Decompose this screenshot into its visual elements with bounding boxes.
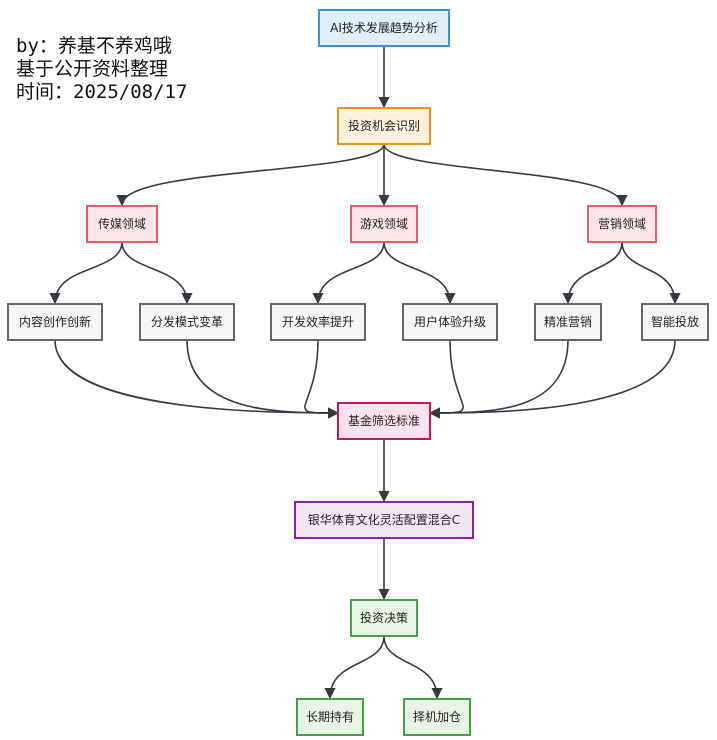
node-label-ai_trend: AI技术发展趋势分析: [330, 20, 438, 35]
node-dev_eff: 开发效率提升: [270, 303, 366, 341]
edge-game-to-ux_up: [383, 241, 456, 305]
node-fund_filter: 基金筛选标准: [337, 402, 431, 440]
node-box-game: [350, 205, 418, 243]
edge-ux_up-to-fund_filter: [428, 339, 464, 419]
node-label-decision: 投资决策: [360, 610, 408, 625]
node-ai_trend: AI技术发展趋势分析: [318, 9, 450, 47]
node-box-ux_up: [402, 303, 498, 341]
node-label-content: 内容创作创新: [19, 314, 91, 329]
edge-smart_ad-to-fund_filter: [428, 339, 676, 419]
edge-marketing-to-precise: [562, 241, 623, 305]
node-invest_opp: 投资机会识别: [337, 107, 431, 145]
node-label-game: 游戏领域: [360, 217, 408, 231]
edge-dev_eff-to-fund_filter: [304, 339, 340, 419]
author-note: by：养基不养鸡哦 基于公开资料整理 时间：2025/08/17: [16, 35, 187, 103]
node-box-dev_eff: [270, 303, 366, 341]
date-line: 时间：2025/08/17: [16, 81, 187, 103]
edge-distribution-to-fund_filter: [186, 339, 340, 419]
node-box-distribution: [139, 303, 235, 341]
node-box-add_pos: [403, 698, 471, 736]
node-long_hold: 长期持有: [296, 698, 364, 736]
node-add_pos: 择机加仓: [403, 698, 471, 736]
node-box-ai_trend: [318, 9, 450, 47]
node-label-fund_filter: 基金筛选标准: [348, 413, 420, 428]
node-label-distribution: 分发模式变革: [151, 314, 223, 329]
node-ux_up: 用户体验升级: [402, 303, 498, 341]
node-box-fund_filter: [337, 402, 431, 440]
node-decision: 投资决策: [350, 599, 418, 637]
node-label-smart_ad: 智能投放: [651, 314, 699, 329]
node-box-content: [7, 303, 103, 341]
node-label-ux_up: 用户体验升级: [414, 314, 486, 329]
node-media: 传媒领域: [86, 205, 158, 243]
source-line: 基于公开资料整理: [16, 58, 168, 80]
edges-layer: [49, 46, 681, 700]
node-fund: 银华体育文化灵活配置混合C: [294, 501, 474, 539]
node-label-dev_eff: 开发效率提升: [282, 314, 354, 329]
edge-media-to-content: [49, 241, 123, 305]
node-label-media: 传媒领域: [98, 216, 146, 231]
node-label-long_hold: 长期持有: [306, 709, 354, 724]
edge-decision-to-long_hold: [324, 635, 385, 700]
node-box-marketing: [587, 205, 657, 243]
node-game: 游戏领域: [350, 205, 418, 243]
node-box-precise: [534, 303, 602, 341]
node-box-fund: [294, 501, 474, 539]
author-line: by：养基不养鸡哦: [16, 35, 172, 57]
node-marketing: 营销领域: [587, 205, 657, 243]
node-label-fund: 银华体育文化灵活配置混合C: [308, 512, 460, 527]
node-content: 内容创作创新: [7, 303, 103, 341]
edge-decision-to-add_pos: [383, 635, 443, 700]
node-label-marketing: 营销领域: [598, 217, 646, 231]
node-box-smart_ad: [641, 303, 709, 341]
node-label-add_pos: 择机加仓: [413, 710, 461, 724]
node-distribution: 分发模式变革: [139, 303, 235, 341]
edge-invest_opp-to-media: [116, 143, 385, 207]
edge-marketing-to-smart_ad: [621, 241, 681, 305]
node-box-decision: [350, 599, 418, 637]
edge-media-to-distribution: [121, 241, 193, 305]
node-box-long_hold: [296, 698, 364, 736]
edge-invest_opp-to-marketing: [383, 143, 628, 207]
node-smart_ad: 智能投放: [641, 303, 709, 341]
node-label-precise: 精准营销: [544, 315, 592, 329]
node-box-invest_opp: [337, 107, 431, 145]
edge-content-to-fund_filter: [54, 339, 340, 419]
node-precise: 精准营销: [534, 303, 602, 341]
node-label-invest_opp: 投资机会识别: [348, 118, 420, 133]
node-box-media: [86, 205, 158, 243]
edge-game-to-dev_eff: [312, 241, 385, 305]
